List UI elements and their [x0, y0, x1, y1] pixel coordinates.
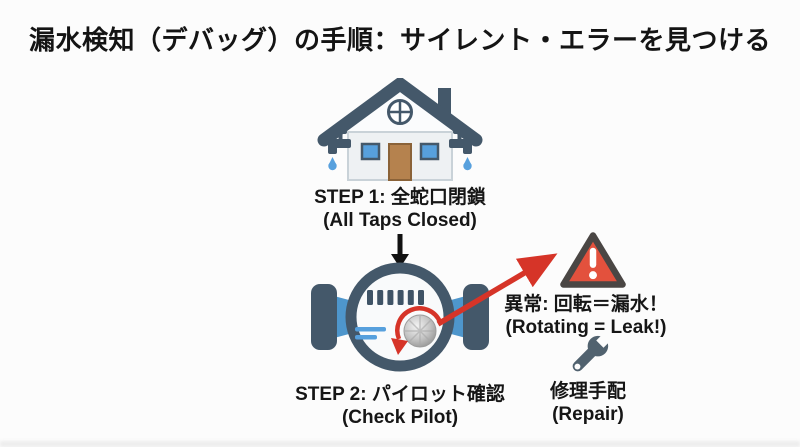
alert-label-jp: 異常: 回転＝漏水！: [504, 294, 668, 315]
window-shape: [419, 142, 440, 161]
house-with-taps-icon: [317, 78, 483, 181]
bottom-edge-band: [0, 441, 800, 447]
faucet-icon: [449, 130, 472, 154]
leak-arrow-icon: [436, 253, 558, 327]
door-shape: [388, 143, 412, 181]
pilot-dial-icon: [403, 314, 437, 348]
water-drop-icon: [328, 157, 337, 171]
alert-caption: 異常: 回転＝漏水！ (Rotating = Leak!): [478, 293, 694, 339]
alert-label-en: (Rotating = Leak!): [505, 317, 667, 338]
step1-label-en: (All Taps Closed): [323, 210, 477, 231]
step2-label-en: (Check Pilot): [341, 407, 459, 428]
repair-caption: 修理手配 (Repair): [506, 380, 670, 426]
down-arrow-icon: [391, 234, 409, 268]
roof-shape: [317, 78, 483, 147]
window-shape: [360, 142, 381, 161]
step1-caption: STEP 1: 全蛇口閉鎖 (All Taps Closed): [250, 186, 550, 232]
page-title: 漏水検知（デバッグ）の手順：サイレント・エラーを見つける: [28, 25, 771, 55]
meter-digit-display: [367, 290, 424, 305]
step2-caption: STEP 2: パイロット確認 (Check Pilot): [240, 383, 560, 429]
warning-triangle-icon: [560, 232, 626, 288]
step1-label-jp: STEP 1: 全蛇口閉鎖: [314, 187, 486, 208]
pilot-rotation-arrow-icon: [391, 306, 443, 355]
exclamation-mark: [589, 247, 597, 268]
faucet-icon: [328, 130, 351, 154]
water-drop-icon: [463, 157, 472, 171]
repair-label-en: (Repair): [552, 404, 624, 425]
pipe-cap-shape: [311, 284, 337, 350]
step2-label-jp: STEP 2: パイロット確認: [295, 384, 505, 405]
wrench-icon: [572, 331, 613, 372]
repair-label-jp: 修理手配: [549, 381, 626, 402]
